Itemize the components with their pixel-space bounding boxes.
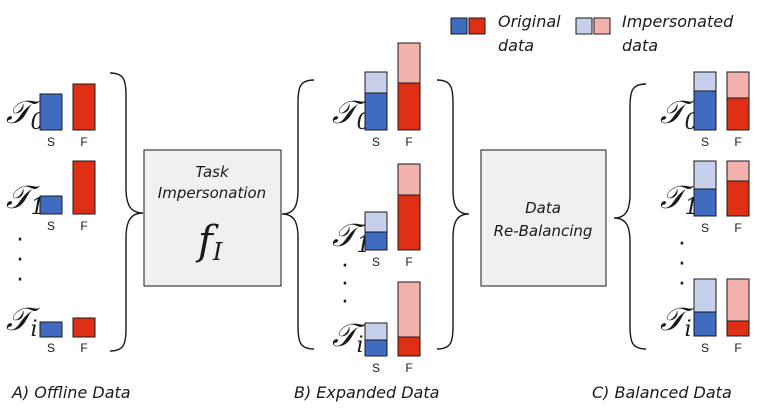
task-0-failure-bar [726,97,750,131]
section-balanced-data: 𝒯0 S F 𝒯1 S F · · · 𝒯i S F C) Balanced D… [592,71,750,402]
section-expanded-data: 𝒯0 S F 𝒯1 S F · · · 𝒯i S F B) Expanded D… [281,42,470,402]
brace-offline-data [109,72,144,352]
legend: Original data Impersonated data [450,12,734,55]
legend-original-label-line1: Original [498,12,561,31]
ellipsis-dot: · [341,266,350,296]
task-i-failure-bar [72,317,96,338]
task-1-success-bar [693,188,717,217]
caption-balanced-data: C) Balanced Data [592,383,732,402]
task-i-success-bar [693,311,717,337]
task-i-success-bar [364,339,388,357]
legend-impersonated-label-line2: data [622,36,658,55]
task-1-impersonated-success-bar [693,160,717,190]
task-0-success-bar [693,90,717,131]
task-i-label: 𝒯i [660,300,694,342]
task-i-label: 𝒯i [332,316,366,358]
data-rebalancing-title-line1: Data [525,199,561,217]
task-1-failure-bar [726,180,750,217]
legend-original-failure-swatch [468,17,486,35]
task-0-success-bar [364,92,388,131]
task-0-f-label: F [734,135,741,149]
task-i-impersonated-failure-bar [397,281,421,338]
task-0-s-label: S [372,135,380,149]
task-i-f-label: F [734,341,741,355]
task-impersonation-box: Task Impersonation fI [143,149,282,287]
task-i-s-label: S [47,341,55,355]
task-1-impersonated-failure-bar [726,160,750,182]
task-impersonation-title-line1: Task [195,163,230,181]
task-0-impersonated-success-bar [693,71,717,92]
task-0-label: 𝒯0 [6,93,45,135]
task-1-failure-bar [397,194,421,251]
brace-expanded-data-left [281,79,315,350]
task-impersonation-title-line2: Impersonation [158,184,266,202]
task-0-label: 𝒯0 [660,93,699,135]
caption-offline-data: A) Offline Data [11,383,131,402]
task-0-impersonated-failure-bar [397,42,421,84]
data-rebalancing-title-line2: Re-Balancing [494,222,593,240]
ellipsis-dot: · [16,262,25,292]
task-0-success-bar [39,93,63,131]
ellipsis-dot: · [678,266,687,296]
task-0-s-label: S [701,135,709,149]
task-1-f-label: F [405,255,412,269]
task-0-f-label: F [405,135,412,149]
ellipsis-dot: · [341,248,350,278]
ellipsis-dot: · [16,242,25,272]
task-i-failure-bar [726,320,750,337]
legend-impersonated-success-swatch [575,17,593,35]
task-1-label: 𝒯1 [332,216,371,258]
ellipsis-dot: · [678,246,687,276]
ellipsis-dot: · [16,222,25,252]
legend-original-success-swatch [450,17,468,35]
task-1-s-label: S [701,221,709,235]
task-0-failure-bar [397,82,421,131]
task-0-s-label: S [47,135,55,149]
task-1-impersonated-failure-bar [397,163,421,196]
section-offline-data: 𝒯0 S F 𝒯1 S F · · · 𝒯i S F A) Offline Da… [6,72,144,402]
legend-impersonated-label-line1: Impersonated [622,12,734,31]
task-0-failure-bar [72,83,96,131]
task-0-impersonated-failure-bar [726,71,750,99]
data-rebalancing-rect [480,149,607,287]
brace-balanced-data [613,83,647,350]
brace-expanded-data-right [436,79,470,350]
task-i-f-label: F [80,341,87,355]
task-1-success-bar [39,195,63,215]
task-1-f-label: F [80,219,87,233]
task-i-f-label: F [405,361,412,375]
task-i-s-label: S [701,341,709,355]
task-i-impersonated-success-bar [364,322,388,341]
task-0-f-label: F [80,135,87,149]
task-i-failure-bar [397,336,421,357]
task-1-label: 𝒯1 [6,178,45,220]
ellipsis-dot: · [678,226,687,256]
task-i-impersonated-failure-bar [726,278,750,322]
task-1-s-label: S [47,219,55,233]
task-i-success-bar [39,321,63,338]
task-1-impersonated-success-bar [364,211,388,233]
task-1-success-bar [364,231,388,251]
task-i-impersonated-success-bar [693,278,717,313]
task-impersonation-rect [143,149,282,287]
task-0-impersonated-success-bar [364,71,388,94]
caption-expanded-data: B) Expanded Data [294,383,439,402]
ellipsis-dot: · [341,284,350,314]
task-i-s-label: S [372,361,380,375]
data-rebalancing-box: Data Re-Balancing [480,149,607,287]
task-1-f-label: F [734,221,741,235]
legend-original-label-line2: data [498,36,534,55]
task-1-s-label: S [372,255,380,269]
task-1-failure-bar [72,160,96,215]
task-i-label: 𝒯i [6,300,40,342]
task-1-label: 𝒯1 [660,178,699,220]
legend-impersonated-failure-swatch [593,17,611,35]
